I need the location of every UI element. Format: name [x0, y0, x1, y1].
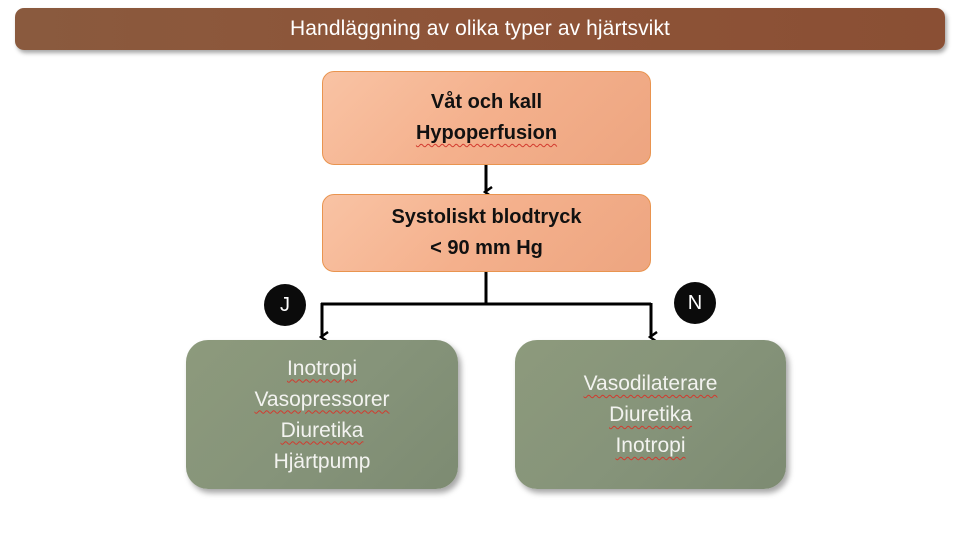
page-title: Handläggning av olika typer av hjärtsvik…: [290, 17, 670, 40]
treatment-item: Diuretika: [609, 403, 692, 426]
node-line: Våt och kall: [430, 91, 543, 113]
treatment-item: Inotropi: [615, 434, 686, 457]
node-systolic-bp: Systoliskt blodtryck < 90 mm Hg: [322, 194, 651, 272]
treatment-item: Hjärtpump: [273, 449, 371, 473]
node-yes-treatment: Inotropi Vasopressorer Diuretika Hjärtpu…: [186, 340, 458, 489]
treatment-item: Diuretika: [280, 418, 364, 442]
node-wet-cold: Våt och kall Hypoperfusion: [322, 71, 651, 165]
title-bar: Handläggning av olika typer av hjärtsvik…: [15, 8, 945, 50]
node-line: < 90 mm Hg: [430, 237, 543, 259]
no-badge: N: [674, 282, 716, 324]
node-line: Systoliskt blodtryck: [391, 206, 582, 228]
yes-badge: J: [264, 284, 306, 326]
treatment-item: Vasodilaterare: [583, 372, 718, 395]
treatment-item: Vasopressorer: [254, 387, 390, 411]
treatment-item: Inotropi: [286, 356, 358, 380]
node-line: Hypoperfusion: [415, 122, 558, 144]
node-no-treatment: Vasodilaterare Diuretika Inotropi: [515, 340, 786, 489]
